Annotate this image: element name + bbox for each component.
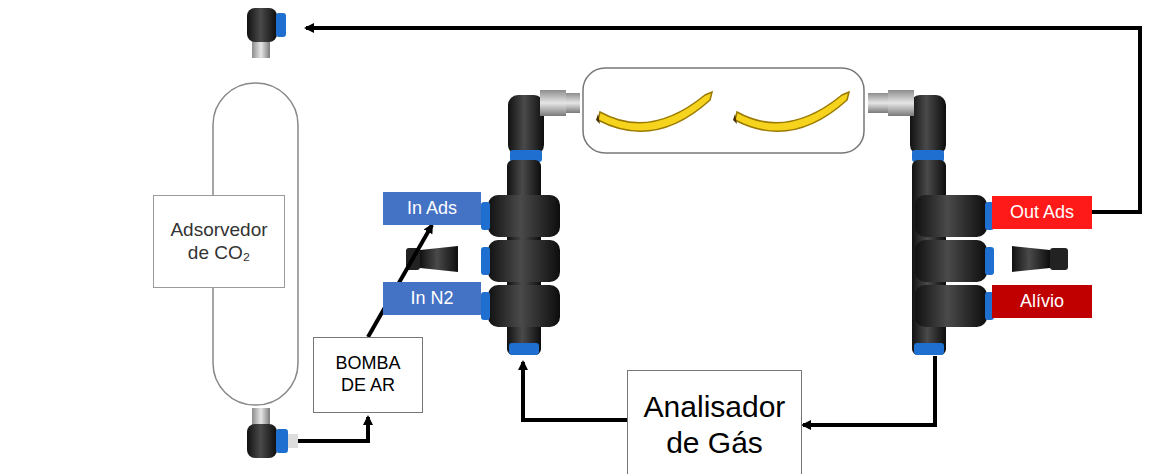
flow-arrow [368, 225, 432, 337]
node-text: Alívio [1020, 291, 1064, 313]
port-label: Alívio [992, 285, 1092, 318]
node-text: Out Ads [1010, 202, 1074, 224]
elbow-fitting [247, 408, 298, 458]
elbow-fitting [868, 90, 946, 162]
banana [733, 92, 849, 131]
elbow-fitting [247, 8, 286, 58]
pipe-line [298, 417, 368, 441]
pipe-line [306, 28, 1140, 212]
elbow-fitting [508, 90, 580, 162]
fruit-chamber [583, 68, 864, 153]
node-text: Adsorvedor de CO₂ [162, 219, 276, 265]
analyzer-box: Analisador de Gás [627, 370, 802, 474]
port-label: In N2 [383, 282, 481, 315]
plug [1012, 246, 1068, 272]
label-box: Adsorvedor de CO₂ [153, 195, 285, 288]
manifold [912, 160, 994, 355]
node-text: In Ads [407, 198, 457, 220]
manifold [481, 160, 560, 355]
pipe-line [523, 362, 627, 420]
banana [596, 92, 712, 131]
port-label: Out Ads [992, 196, 1092, 229]
pipe-line [803, 356, 935, 425]
port-label: In Ads [383, 192, 481, 225]
node-text: In N2 [410, 288, 453, 310]
pump-box: BOMBA DE AR [313, 337, 423, 413]
node-text: BOMBA DE AR [328, 353, 408, 396]
node-text: Analisador de Gás [636, 389, 793, 461]
